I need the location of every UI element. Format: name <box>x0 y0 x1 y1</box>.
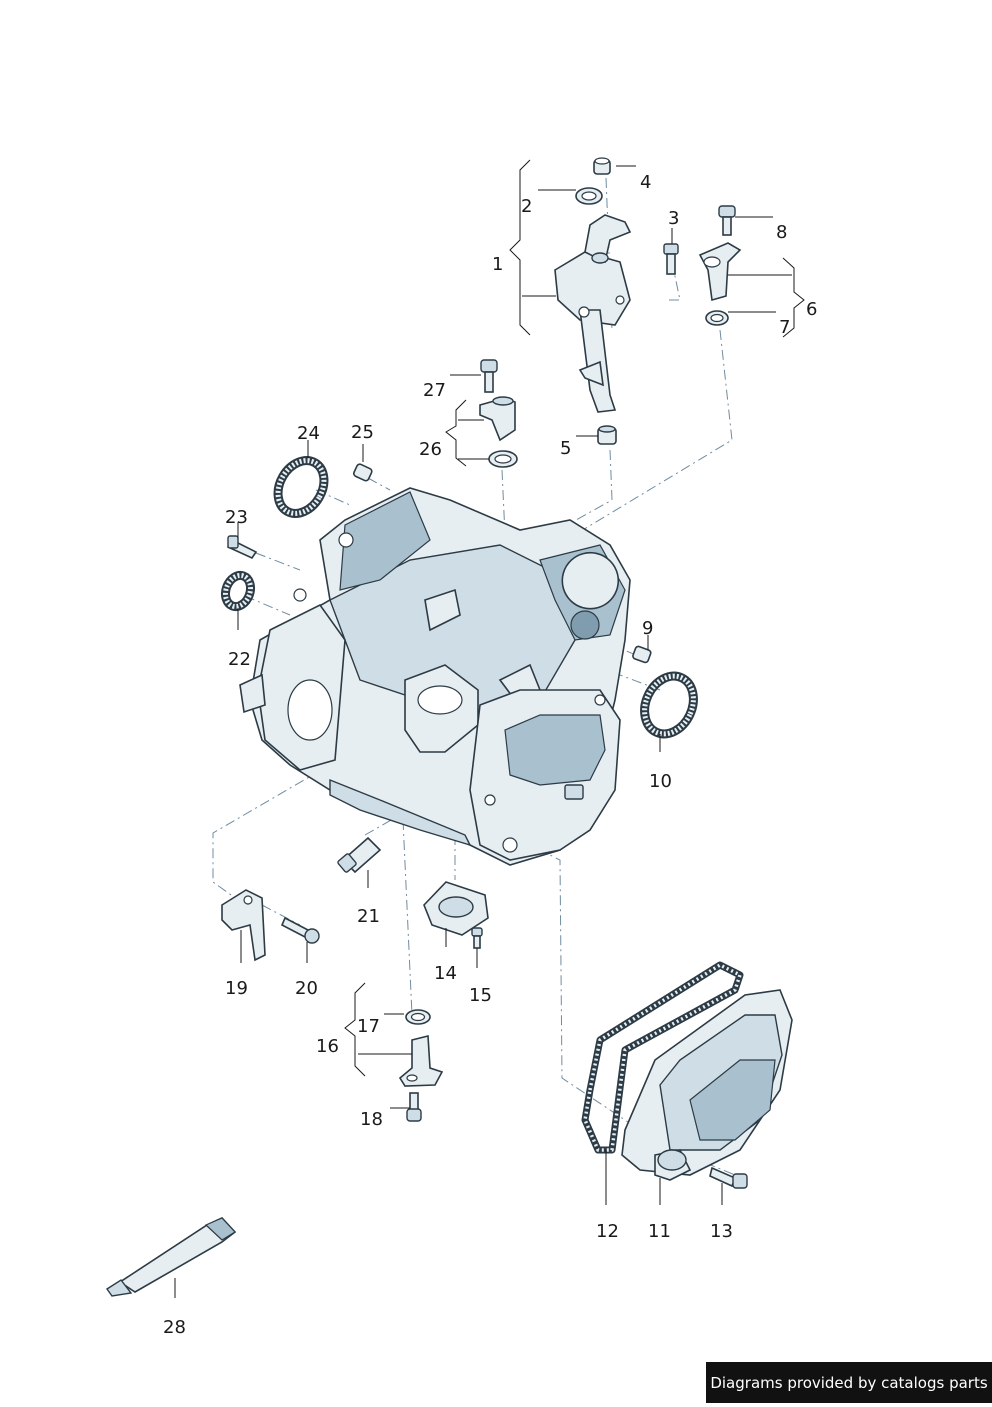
callout-7: 7 <box>779 317 790 338</box>
part-5-bush <box>597 425 617 445</box>
callout-17: 17 <box>357 1016 380 1037</box>
part-12-gasket <box>581 961 744 1154</box>
part-23-bolt <box>226 535 258 560</box>
part-17-o-ring <box>405 1009 431 1025</box>
callout-15: 15 <box>469 985 492 1006</box>
callout-12: 12 <box>596 1221 619 1242</box>
credit-banner: Diagrams provided by catalogs parts <box>706 1362 992 1403</box>
callout-14: 14 <box>434 963 457 984</box>
part-3-bolt <box>663 243 679 275</box>
part-22-oil-seal <box>220 570 256 612</box>
part-14-cover-plate <box>423 881 489 936</box>
callout-9: 9 <box>642 618 653 639</box>
part-20-bolt <box>280 916 320 944</box>
credit-text: Diagrams provided by catalogs parts <box>710 1373 988 1392</box>
callout-10: 10 <box>649 771 672 792</box>
leader-lines <box>174 159 805 1298</box>
callout-18: 18 <box>360 1109 383 1130</box>
callout-21: 21 <box>357 906 380 927</box>
part-11-cover <box>621 989 793 1181</box>
gearbox-housing <box>239 487 631 866</box>
callout-20: 20 <box>295 978 318 999</box>
callout-28: 28 <box>163 1317 186 1338</box>
part-1-shift-housing <box>554 214 632 413</box>
part-10-oil-seal <box>640 671 698 739</box>
callout-23: 23 <box>225 507 248 528</box>
callout-13: 13 <box>710 1221 733 1242</box>
part-9-plug <box>632 645 652 664</box>
callout-3: 3 <box>668 208 679 229</box>
part-15-bolt <box>471 927 483 949</box>
part-8-bolt <box>718 205 736 236</box>
callout-16: 16 <box>316 1036 339 1057</box>
part-16-guide-sleeve <box>398 1034 444 1087</box>
part-2-o-ring <box>575 187 603 205</box>
callout-24: 24 <box>297 423 320 444</box>
callout-4: 4 <box>640 172 651 193</box>
part-6-guide-sleeve <box>698 242 742 302</box>
part-21-switch <box>337 836 382 874</box>
callout-27: 27 <box>423 380 446 401</box>
callout-8: 8 <box>776 222 787 243</box>
callout-22: 22 <box>228 649 251 670</box>
part-18-bolt <box>406 1092 422 1122</box>
part-27-bolt <box>480 359 498 393</box>
part-7-o-ring <box>705 310 729 326</box>
part-24-oil-seal <box>273 456 329 518</box>
part-25-plug <box>352 463 373 482</box>
callout-labels: 1 2 3 4 5 6 7 8 9 10 11 12 13 14 15 16 1… <box>163 172 817 1338</box>
callout-5: 5 <box>560 438 571 459</box>
callout-25: 25 <box>351 422 374 443</box>
callout-19: 19 <box>225 978 248 999</box>
callout-11: 11 <box>648 1221 671 1242</box>
part-13-bolt <box>709 1166 748 1189</box>
callout-26: 26 <box>419 439 442 460</box>
callout-1: 1 <box>492 254 503 275</box>
part-26-sender <box>479 396 518 468</box>
part-28-sealant-tube <box>106 1217 237 1297</box>
part-4-bush <box>593 157 611 175</box>
callout-6: 6 <box>806 299 817 320</box>
part-19-speed-sender <box>221 889 266 962</box>
callout-2: 2 <box>521 196 532 217</box>
